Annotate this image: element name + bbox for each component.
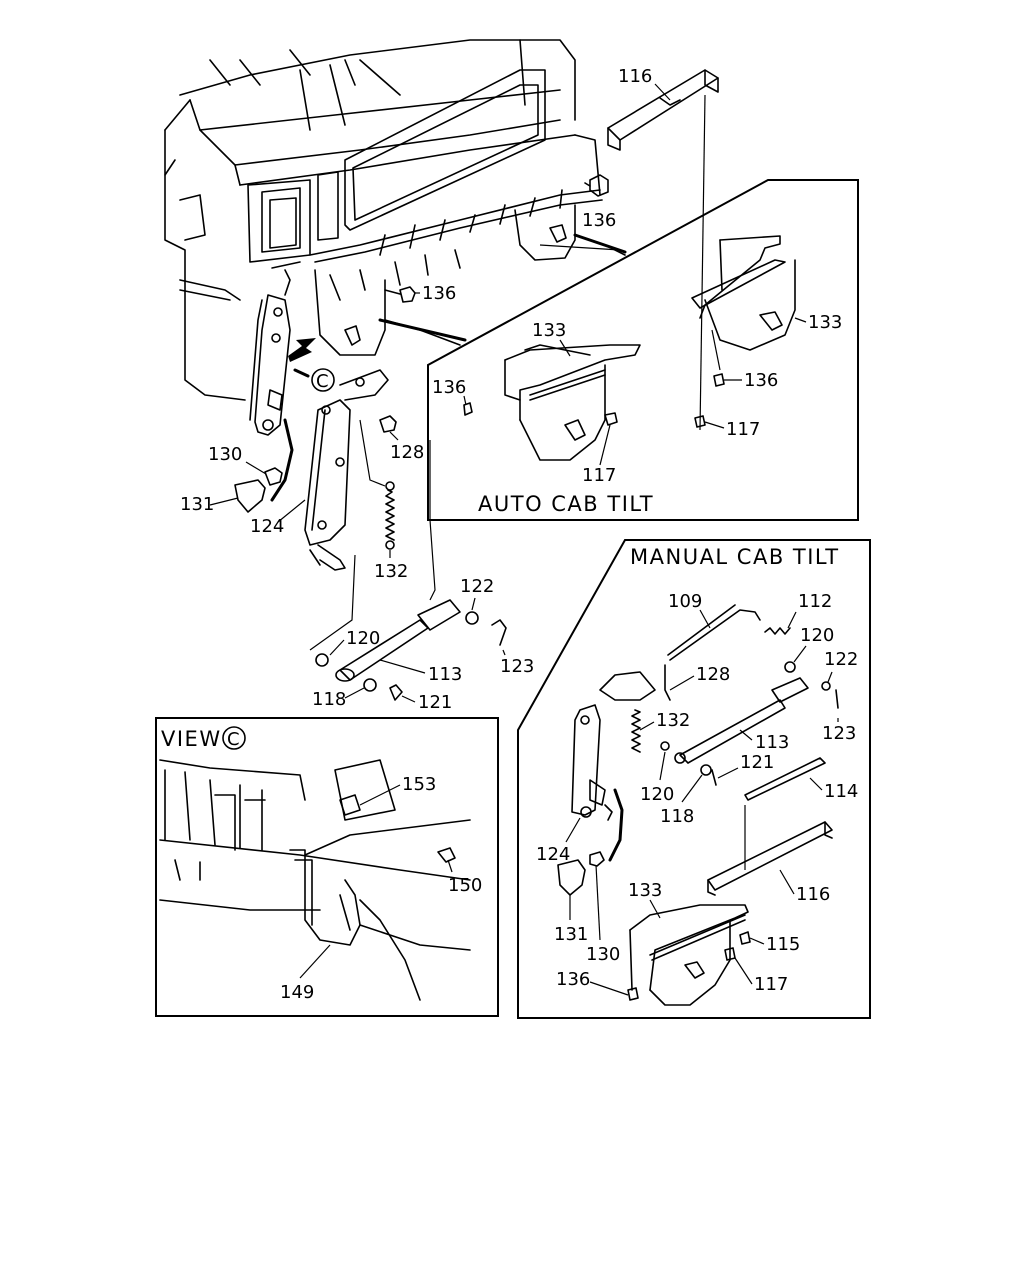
callout-136-cab-left: 136 (422, 283, 456, 304)
cab-body-illustration (164, 39, 627, 401)
callout-132-upper: 132 (374, 561, 408, 582)
cab-hinge-bracket (249, 261, 301, 436)
callout-117-manual: 117 (754, 974, 788, 995)
callout-120-manual-bottom: 120 (640, 784, 674, 805)
washer-120-upper (315, 653, 329, 667)
callout-117-auto-right: 117 (726, 419, 760, 440)
callout-120-upper: 120 (346, 628, 380, 649)
callout-123-manual: 123 (822, 723, 856, 744)
view-c-callout-circle (311, 368, 335, 392)
nut-130-upper (264, 467, 283, 486)
callout-124-manual: 124 (536, 844, 570, 865)
callout-118-upper: 118 (312, 689, 346, 710)
callout-130-manual: 130 (586, 944, 620, 965)
washer-122-upper (465, 611, 479, 625)
manual-cab-tilt-section: MANUAL CAB TILT (517, 539, 871, 1019)
view-c-section: C VIEW (155, 717, 499, 1017)
view-c-circle (222, 726, 246, 750)
bolt-136-cab-right (584, 174, 609, 197)
callout-136-auto-right: 136 (744, 370, 778, 391)
callout-122-upper: 122 (460, 576, 494, 597)
auto-cab-tilt-title: AUTO CAB TILT (478, 492, 654, 516)
washer-118-upper (363, 678, 377, 692)
callout-116-top: 116 (618, 66, 652, 87)
callout-116-manual: 116 (796, 884, 830, 905)
callout-136-auto-left: 136 (432, 377, 466, 398)
callout-149: 149 (280, 982, 314, 1003)
rail-116-top (607, 69, 719, 431)
callout-113-manual: 113 (755, 732, 789, 753)
view-title: VIEW (161, 727, 222, 751)
bolt-128-upper (379, 415, 397, 433)
bracket-131-upper (234, 479, 266, 513)
callout-124-upper: 124 (250, 516, 284, 537)
callout-128-manual: 128 (696, 664, 730, 685)
cable-curve (270, 368, 310, 502)
callout-109: 109 (668, 591, 702, 612)
tilt-lever-124 (304, 369, 389, 571)
callout-136-cab-right: 136 (582, 210, 616, 231)
manual-cab-tilt-title: MANUAL CAB TILT (630, 545, 840, 569)
callout-133-auto-right: 133 (808, 312, 842, 333)
callout-131-upper: 131 (180, 494, 214, 515)
callout-133-auto-left: 133 (532, 320, 566, 341)
spring-132-upper (359, 419, 395, 550)
callout-122-manual: 122 (824, 649, 858, 670)
callout-136-manual: 136 (556, 969, 590, 990)
callout-121-upper: 121 (418, 692, 452, 713)
callout-121-manual: 121 (740, 752, 774, 773)
callout-113-upper: 113 (428, 664, 462, 685)
callout-112: 112 (798, 591, 832, 612)
callout-132-manual: 132 (656, 710, 690, 731)
callout-114: 114 (824, 781, 858, 802)
bolt-136-cab-left (384, 286, 416, 303)
callout-150: 150 (448, 875, 482, 896)
view-c-callout-letter: C (316, 371, 329, 392)
auto-cab-tilt-section: AUTO CAB TILT (427, 179, 859, 521)
callout-115: 115 (766, 934, 800, 955)
callout-153: 153 (402, 774, 436, 795)
cylinder-113-upper (309, 440, 461, 682)
direction-arrow (288, 338, 316, 362)
pin-123-upper (491, 619, 507, 646)
callout-130-upper: 130 (208, 444, 242, 465)
callout-123-upper: 123 (500, 656, 534, 677)
view-c-letter: C (227, 729, 240, 750)
callout-labels: 116 136 136 133 133 136 136 117 117 128 … (180, 66, 858, 1003)
callout-131-manual: 131 (554, 924, 588, 945)
callout-133-manual: 133 (628, 880, 662, 901)
callout-118-manual: 118 (660, 806, 694, 827)
pin-121-upper (389, 684, 403, 701)
callout-128-upper: 128 (390, 442, 424, 463)
callout-120-manual-top: 120 (800, 625, 834, 646)
callout-117-auto-left: 117 (582, 465, 616, 486)
